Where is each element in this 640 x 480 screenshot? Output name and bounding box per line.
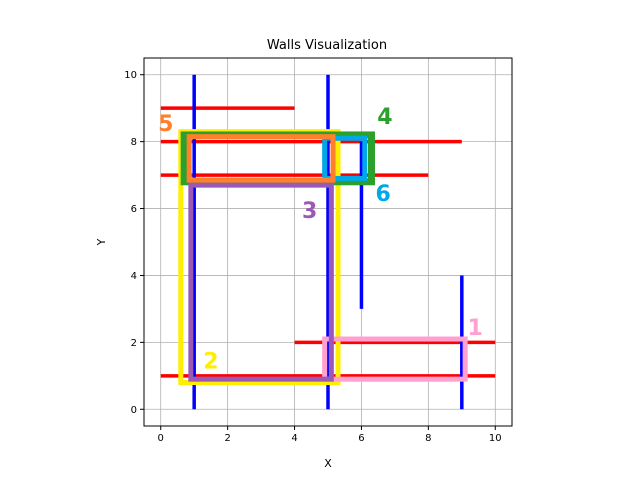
boxes: 1 2 3 4 5 6 [158, 105, 483, 386]
chart-title: Walls Visualization [267, 38, 387, 53]
y-tick-label: 10 [124, 70, 137, 81]
box-1 [322, 336, 468, 382]
x-tick-label: 6 [358, 433, 364, 444]
box-label-2: 2 [203, 349, 218, 374]
box-3 [188, 182, 334, 382]
y-axis-label: Y [95, 238, 108, 246]
ticks: 0 2 4 6 8 10 0 2 4 6 8 10 [124, 70, 501, 444]
y-tick-label: 6 [131, 204, 137, 215]
x-axis-label: X [324, 457, 332, 470]
y-tick-label: 8 [131, 137, 137, 148]
box-5 [186, 134, 336, 183]
x-tick-label: 8 [425, 433, 431, 444]
y-tick-label: 4 [131, 271, 137, 282]
box-label-3: 3 [302, 199, 317, 224]
axes-frame [143, 57, 513, 427]
box-label-6: 6 [376, 182, 391, 207]
box-label-4: 4 [377, 105, 392, 130]
plot-frame [143, 57, 513, 427]
x-tick-label: 2 [224, 433, 230, 444]
y-tick-label: 2 [131, 338, 137, 349]
box-label-5: 5 [158, 112, 173, 137]
x-tick-label: 0 [158, 433, 164, 444]
x-tick-label: 10 [489, 433, 502, 444]
y-tick-label: 0 [131, 405, 137, 416]
x-tick-label: 4 [291, 433, 297, 444]
box-6 [322, 135, 368, 181]
box-label-1: 1 [468, 316, 483, 341]
